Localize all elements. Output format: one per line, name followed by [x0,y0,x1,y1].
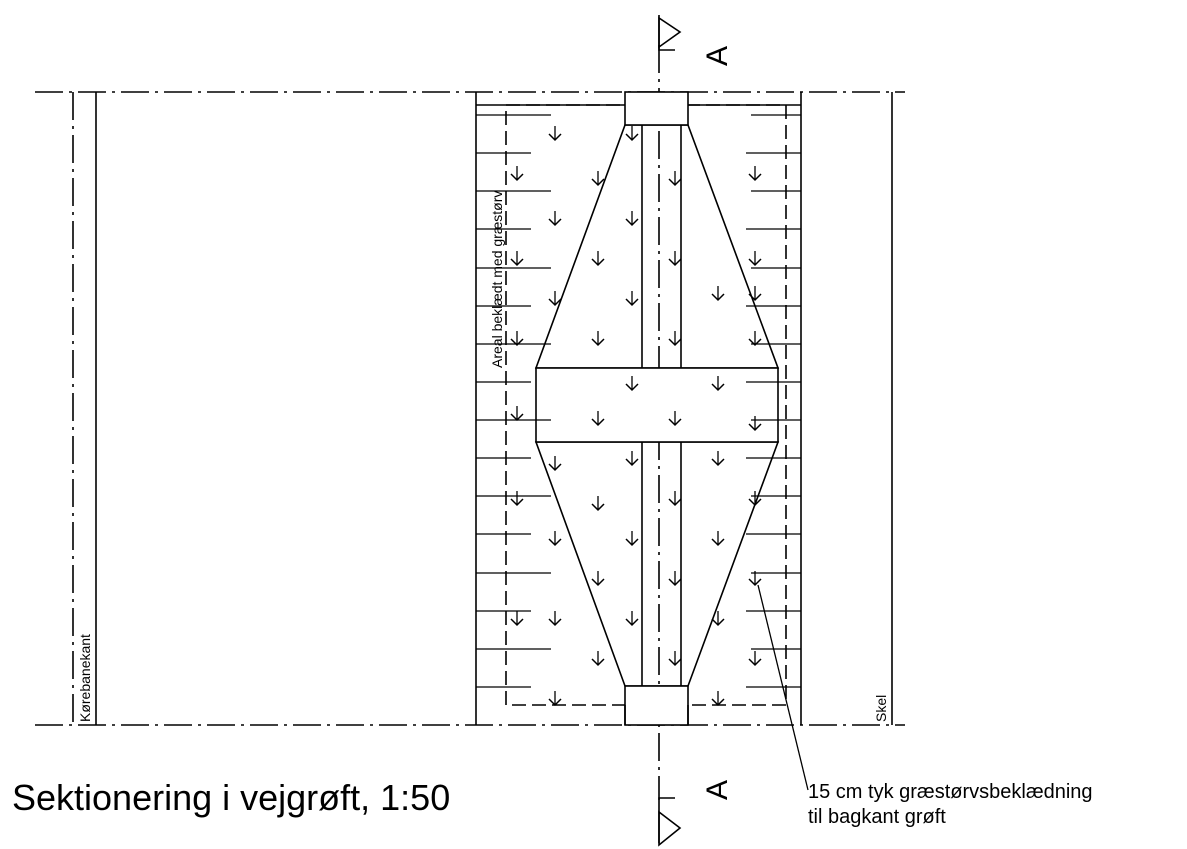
flow-channel-upper [534,124,780,369]
section-label-bottom: A [701,780,734,800]
flow-channel-lower [534,441,780,687]
skel-label: Skel [873,695,889,722]
inlet-top [624,91,689,126]
korebanekant-label: Kørebanekant [77,634,93,722]
drawing-title: Sektionering i vejgrøft, 1:50 [12,777,450,818]
section-label-top: A [701,46,734,66]
note-line-2: til bagkant grøft [808,806,946,828]
sod-hatching [476,114,801,688]
outlet-bottom [624,685,689,726]
section-marker-top: A [658,15,734,66]
section-marker-bottom: A [658,780,734,847]
flow-arrows [510,126,762,707]
note-leader [757,584,809,791]
areal-label: Areal beklædt med græstørv [489,191,505,368]
note-line-1: 15 cm tyk græstørvsbeklædning [808,781,1093,803]
cross-block [535,367,779,443]
